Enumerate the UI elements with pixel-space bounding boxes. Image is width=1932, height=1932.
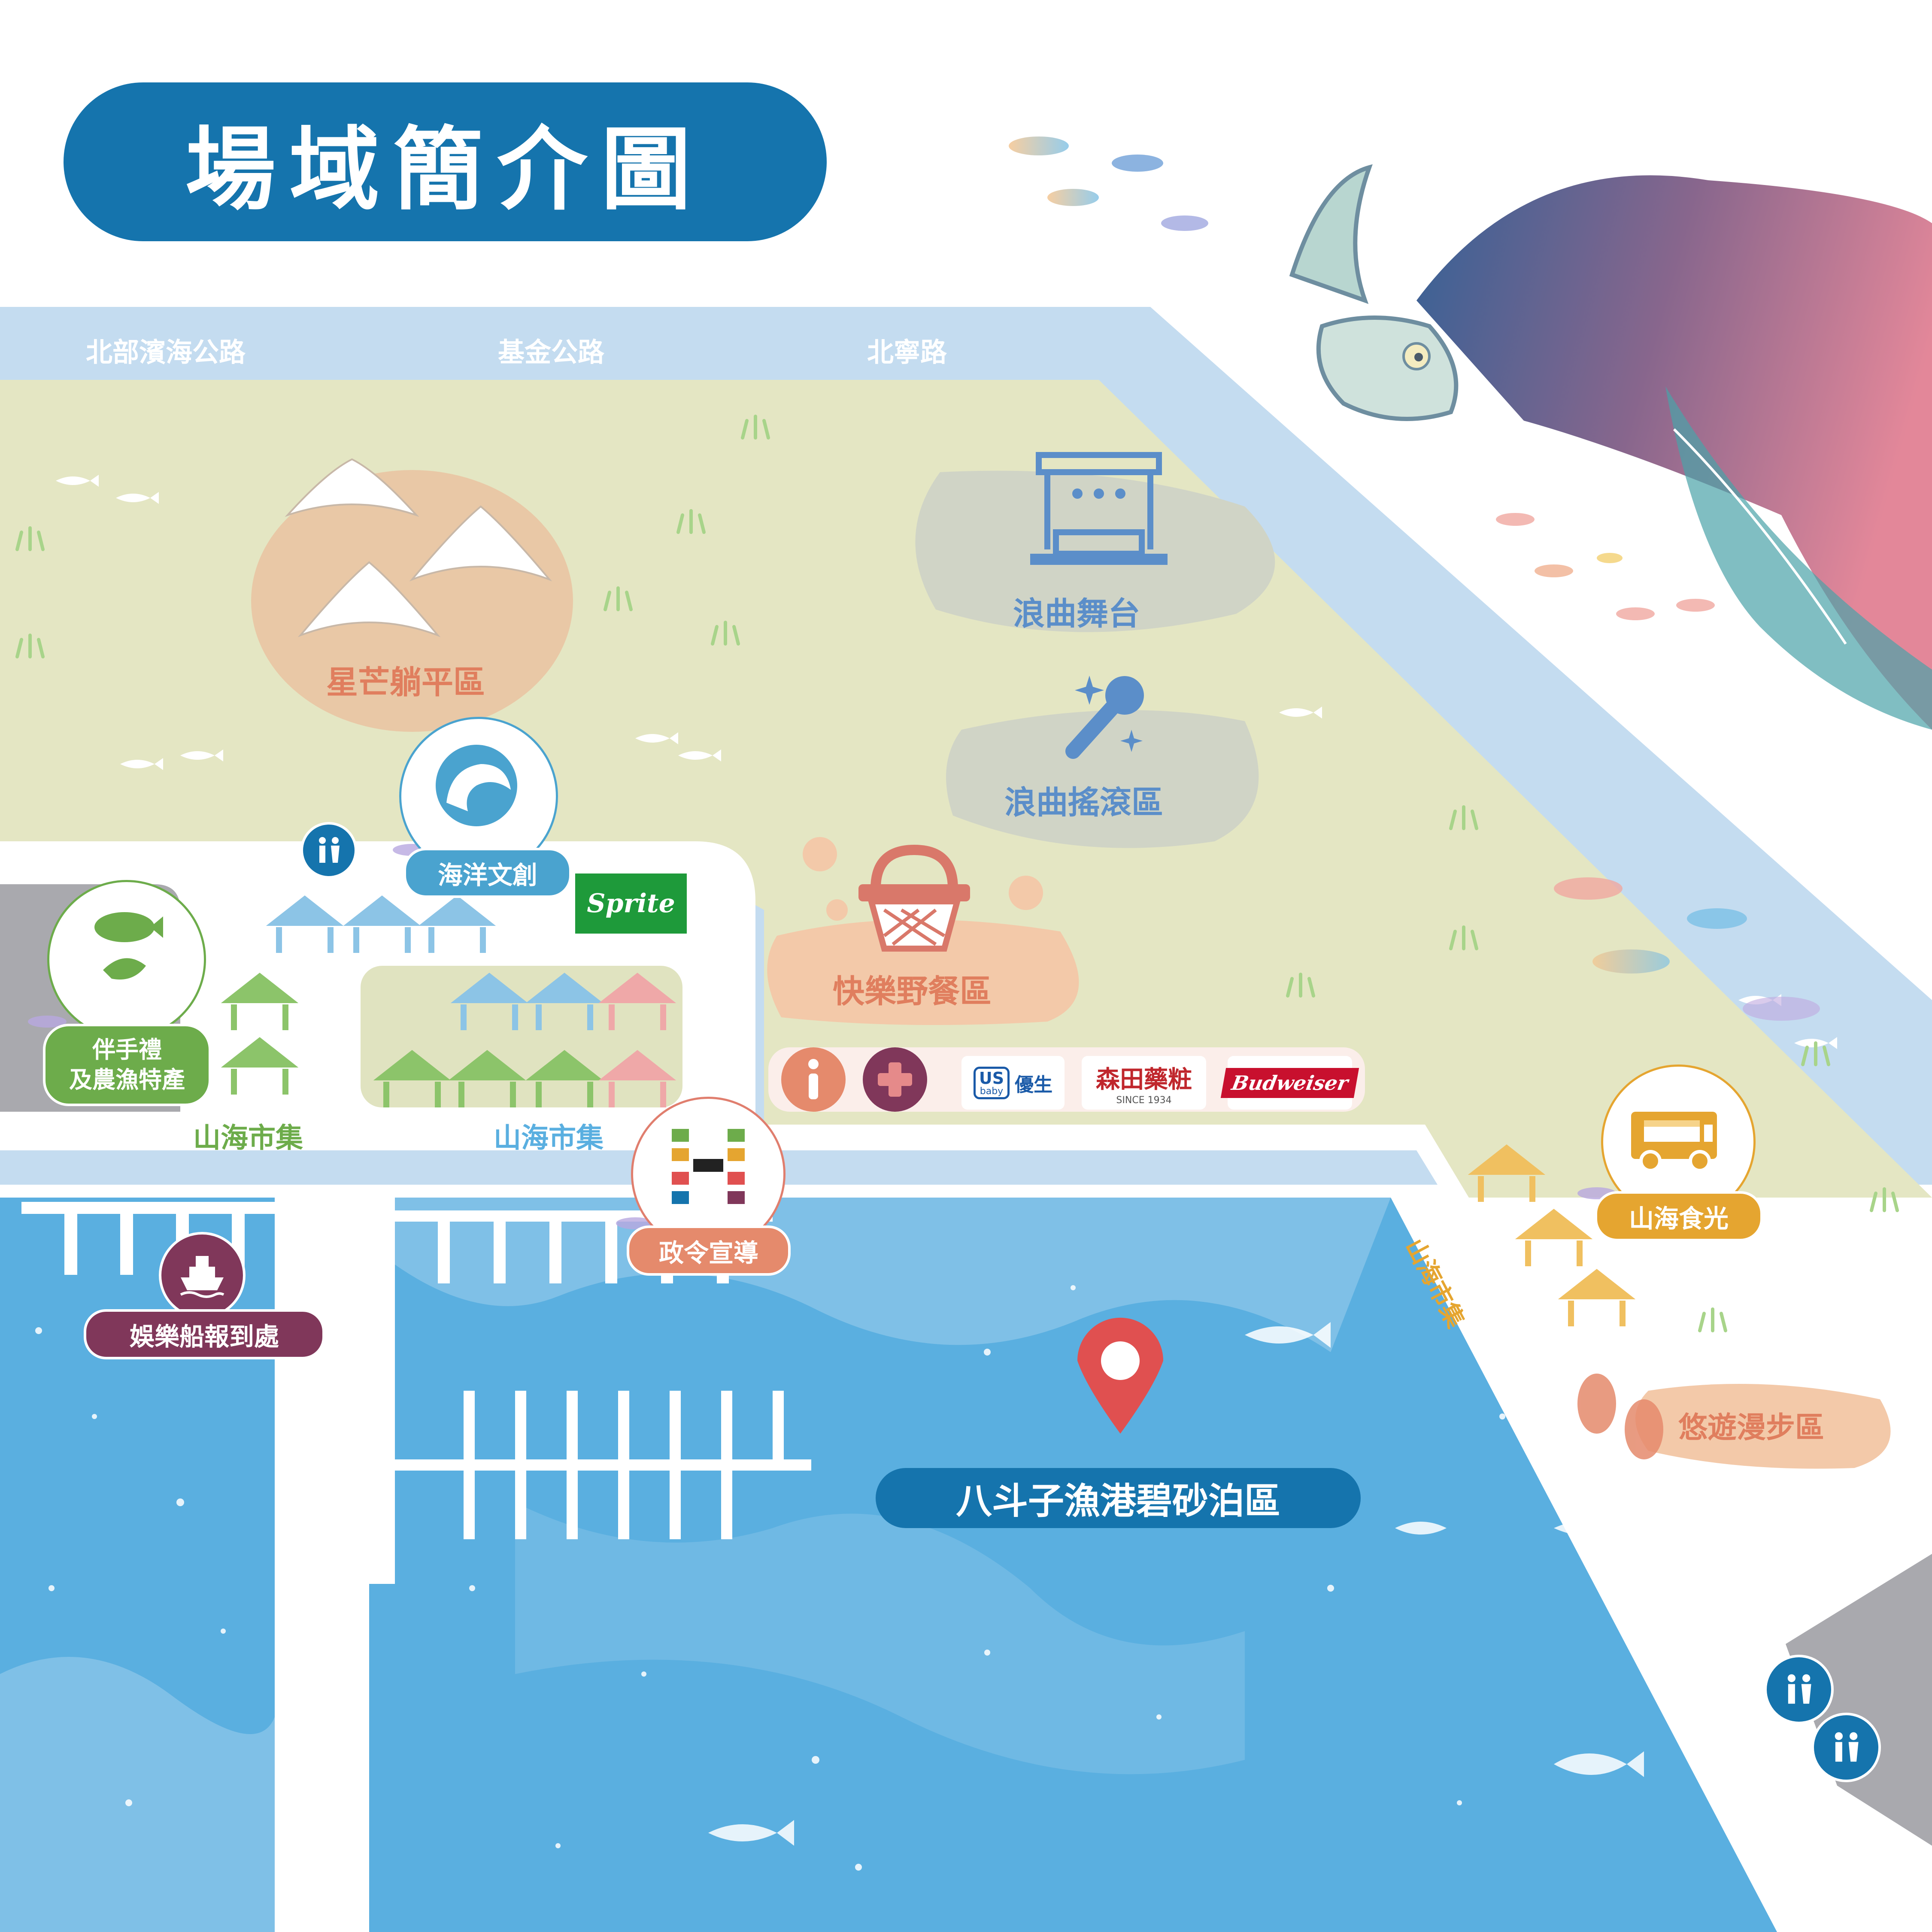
- turtle-illustration: [1289, 164, 1932, 730]
- restroom-icon: [1787, 1674, 1811, 1704]
- usbaby-small: baby: [980, 1086, 1004, 1097]
- zone-label-rock: 浪曲搖滾區: [1004, 784, 1163, 821]
- road-label-jijin: 基金公路: [498, 337, 605, 368]
- policy-label: 政令宣導: [658, 1238, 758, 1268]
- toilet-icon-top: [300, 822, 357, 879]
- policy-pill: 政令宣導: [627, 1225, 791, 1276]
- gift-label-line2: 及農漁特產: [69, 1066, 185, 1093]
- boat-label: 娛樂船報到處: [129, 1322, 279, 1351]
- usbaby-name: 優生: [1015, 1074, 1053, 1096]
- food-label: 山海食光: [1629, 1204, 1729, 1233]
- page-title: 場域簡介圖: [185, 117, 705, 222]
- road-label-north-coastal: 北部濱海公路: [86, 337, 246, 368]
- ocean-craft-pill: 海洋文創: [403, 848, 572, 898]
- sprite-logo: Sprite: [575, 873, 687, 934]
- restroom-icon: [319, 837, 340, 863]
- budweiser-text: Budweiser: [1230, 1071, 1350, 1095]
- policy-logo-icon: [672, 1129, 745, 1204]
- ocean-craft-label: 海洋文創: [437, 860, 537, 890]
- title-banner: 場域簡介圖: [64, 82, 827, 241]
- sprite-text: Sprite: [587, 889, 675, 919]
- boat-pill: 娛樂船報到處: [84, 1309, 325, 1359]
- boat-icon: [159, 1232, 246, 1319]
- food-pill: 山海食光: [1595, 1191, 1763, 1241]
- harbor-label: 八斗子漁港碧砂泊區: [876, 1468, 1361, 1528]
- info-icon: [781, 1047, 846, 1112]
- zone-label-stroll: 悠遊漫步區: [1678, 1411, 1825, 1445]
- usbaby-us: US: [979, 1068, 1004, 1088]
- toilet-icon-bottom-2: [1811, 1713, 1881, 1782]
- zone-label-market-mid: 山海市集: [494, 1122, 604, 1154]
- first-aid-icon: [863, 1047, 927, 1112]
- morita-logo: 森田藥粧 SINCE 1934: [1082, 1056, 1206, 1110]
- morita-since: SINCE 1934: [1116, 1095, 1172, 1106]
- food-truck-icon: [1631, 1112, 1717, 1172]
- morita-name: 森田藥粧: [1096, 1065, 1192, 1094]
- zone-label-picnic: 快樂野餐區: [833, 973, 992, 1010]
- zone-label-market-left: 山海市集: [193, 1122, 303, 1154]
- gift-pill: 伴手禮 及農漁特產: [43, 1024, 211, 1106]
- restroom-icon: [1835, 1732, 1859, 1762]
- zone-label-stage: 浪曲舞台: [1013, 595, 1140, 632]
- ocean-wave-icon: [436, 745, 517, 826]
- gift-label-line1: 伴手禮: [92, 1036, 162, 1063]
- fish-shrimp-icon: [94, 912, 163, 980]
- budweiser-logo: Budweiser: [1220, 1056, 1359, 1110]
- zone-label-star-tent: 星芒躺平區: [326, 664, 485, 701]
- usbaby-logo: US baby 優生: [961, 1056, 1065, 1110]
- harbor-name: 八斗子漁港碧砂泊區: [955, 1480, 1280, 1522]
- road-label-beining: 北寧路: [867, 337, 947, 368]
- toilet-icon-bottom-1: [1764, 1655, 1834, 1724]
